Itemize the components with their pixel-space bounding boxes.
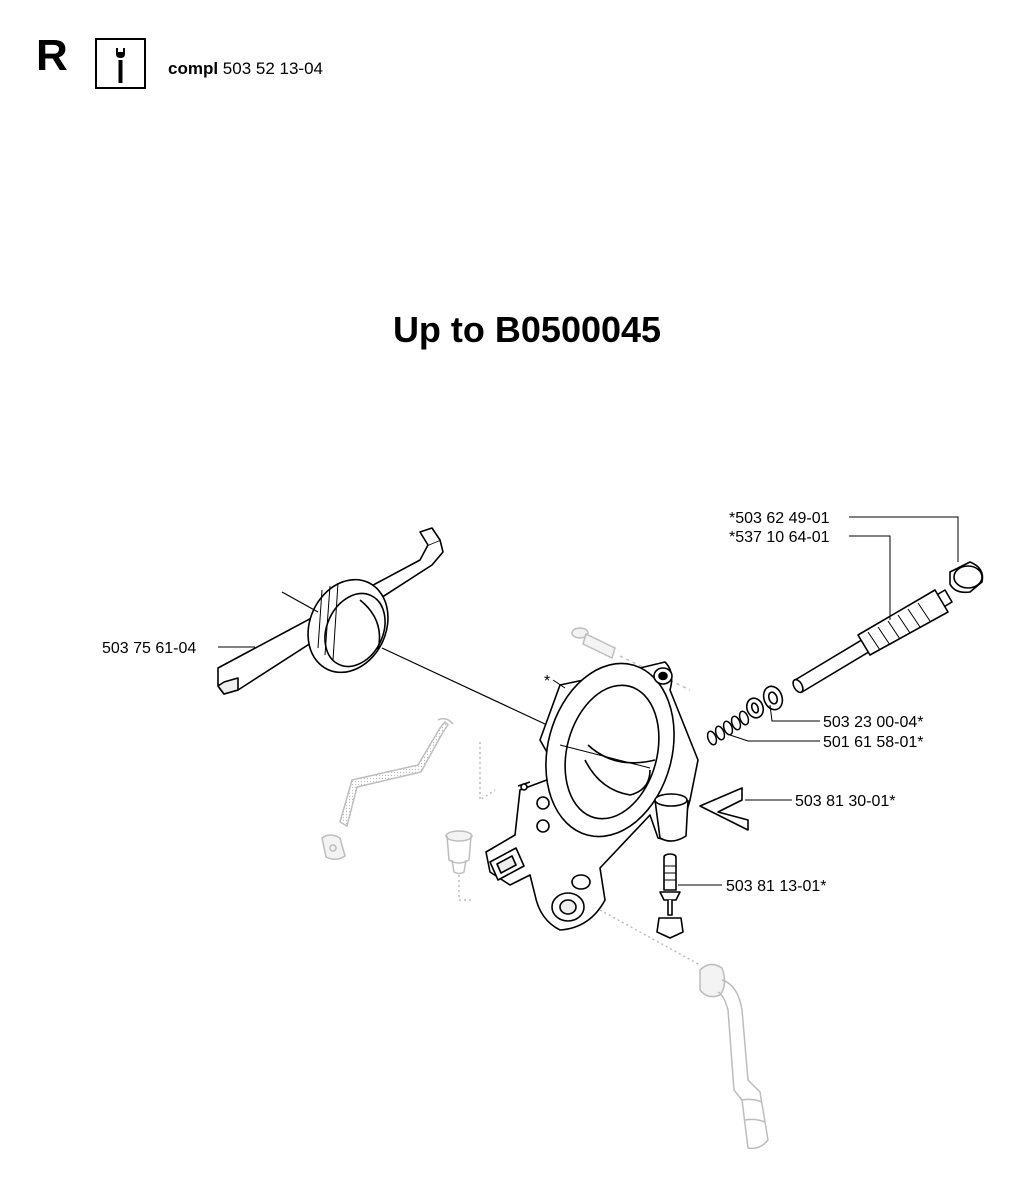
callout-shim: 503 81 30-01*: [795, 793, 896, 810]
washer-part: [745, 685, 784, 719]
callout-valve: 503 81 13-01*: [726, 878, 827, 895]
page-title: Up to B0500045: [392, 309, 662, 350]
callout-adjuster-screw: *537 10 64-01: [729, 529, 830, 546]
tool-leader-line: [381, 647, 546, 725]
wrench-info-icon: [116, 48, 125, 83]
section-letter: R: [36, 31, 68, 80]
callout-asterisk: *: [544, 673, 550, 690]
compl-number: 503 52 13-04: [222, 59, 323, 78]
adjuster-screw-part: [792, 561, 984, 694]
wrench-tool-part: [217, 527, 444, 695]
oil-pump-housing: [485, 661, 699, 931]
callout-spring: 501 61 58-01*: [823, 734, 924, 751]
valve-part: [656, 853, 684, 939]
compl-part-number: compl 503 52 13-04: [168, 60, 323, 77]
spring-part: [706, 710, 750, 746]
callout-washer: 503 23 00-04*: [823, 714, 924, 731]
callout-tool: 503 75 61-04: [102, 640, 196, 657]
background-parts: [321, 627, 769, 1150]
shim-part: [699, 787, 749, 831]
info-box: [95, 38, 146, 89]
compl-label: compl: [168, 59, 219, 78]
callout-adjuster-cap: *503 62 49-01: [729, 510, 830, 527]
callout-leaders: [218, 516, 959, 886]
